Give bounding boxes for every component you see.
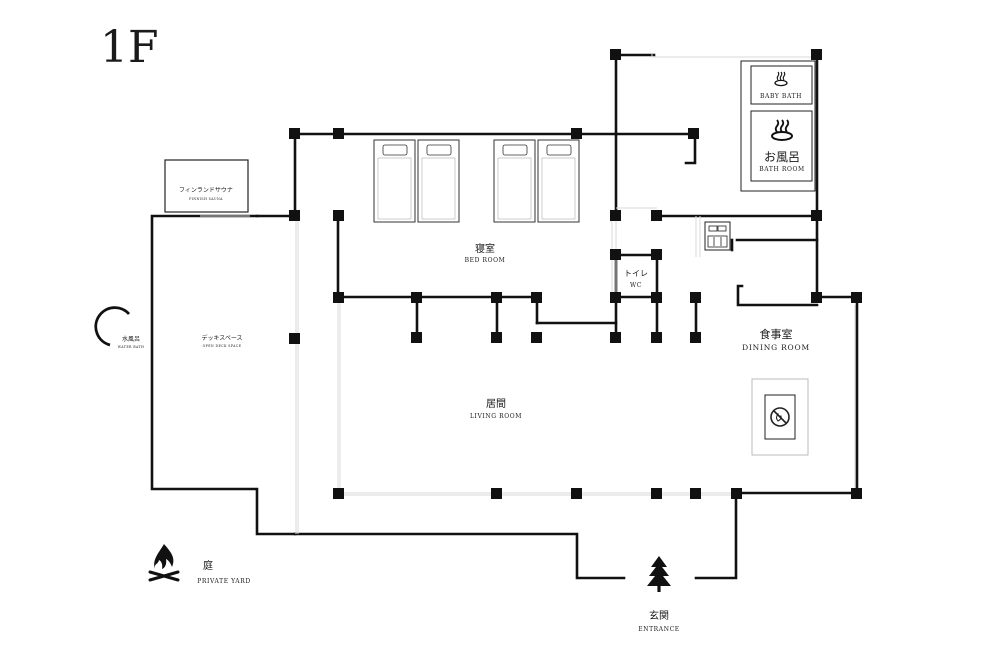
bed <box>537 139 580 223</box>
baby-bath-label: BABY BATH <box>760 93 802 100</box>
sauna-jp: フィンランドサウナ <box>179 186 233 194</box>
bedroom-jp: 寝室 <box>475 242 495 255</box>
yard-en: PRIVATE YARD <box>197 578 251 585</box>
hot-spring-icon <box>771 119 793 141</box>
sauna-en: FINNISH SAUNA <box>189 197 223 201</box>
toilet-en: WC <box>630 282 642 289</box>
deck-jp: デッキスペース <box>201 334 242 342</box>
beds <box>373 139 580 223</box>
glass-lines <box>200 54 856 534</box>
dining-jp: 食事室 <box>760 327 793 341</box>
entrance-jp: 玄関 <box>649 609 669 622</box>
campfire-icon <box>148 544 180 582</box>
deck-en: OPEN DECK SPACE <box>203 344 242 348</box>
living-en: LIVING ROOM <box>470 413 522 420</box>
bed <box>373 139 416 223</box>
posts <box>289 49 862 499</box>
bedroom-en: BED ROOM <box>465 257 506 264</box>
dining-table <box>751 378 809 456</box>
living-jp: 居間 <box>486 398 506 410</box>
yard-jp: 庭 <box>203 559 213 572</box>
bath-room-jp: お風呂 <box>764 150 800 164</box>
bath-room-en: BATH ROOM <box>759 166 804 173</box>
toilet-jp: トイレ <box>624 269 648 278</box>
water-bath: 水風呂 WATER BATH <box>94 306 145 349</box>
no-fire-icon <box>770 407 790 427</box>
sauna: フィンランドサウナ FINNISH SAUNA <box>164 159 249 213</box>
entrance-en: ENTRANCE <box>638 626 680 633</box>
bed <box>417 139 460 223</box>
bath-area: BABY BATH お風呂 BATH ROOM <box>740 60 816 192</box>
floor-label: 1F <box>100 22 159 73</box>
water-bath-en: WATER BATH <box>118 345 145 349</box>
water-bath-jp: 水風呂 <box>122 335 140 343</box>
bed <box>493 139 536 223</box>
kitchen-appliance-icon <box>704 221 731 251</box>
hot-spring-icon <box>774 71 788 87</box>
pine-tree-icon <box>647 556 671 592</box>
dining-en: DINING ROOM <box>742 343 810 352</box>
